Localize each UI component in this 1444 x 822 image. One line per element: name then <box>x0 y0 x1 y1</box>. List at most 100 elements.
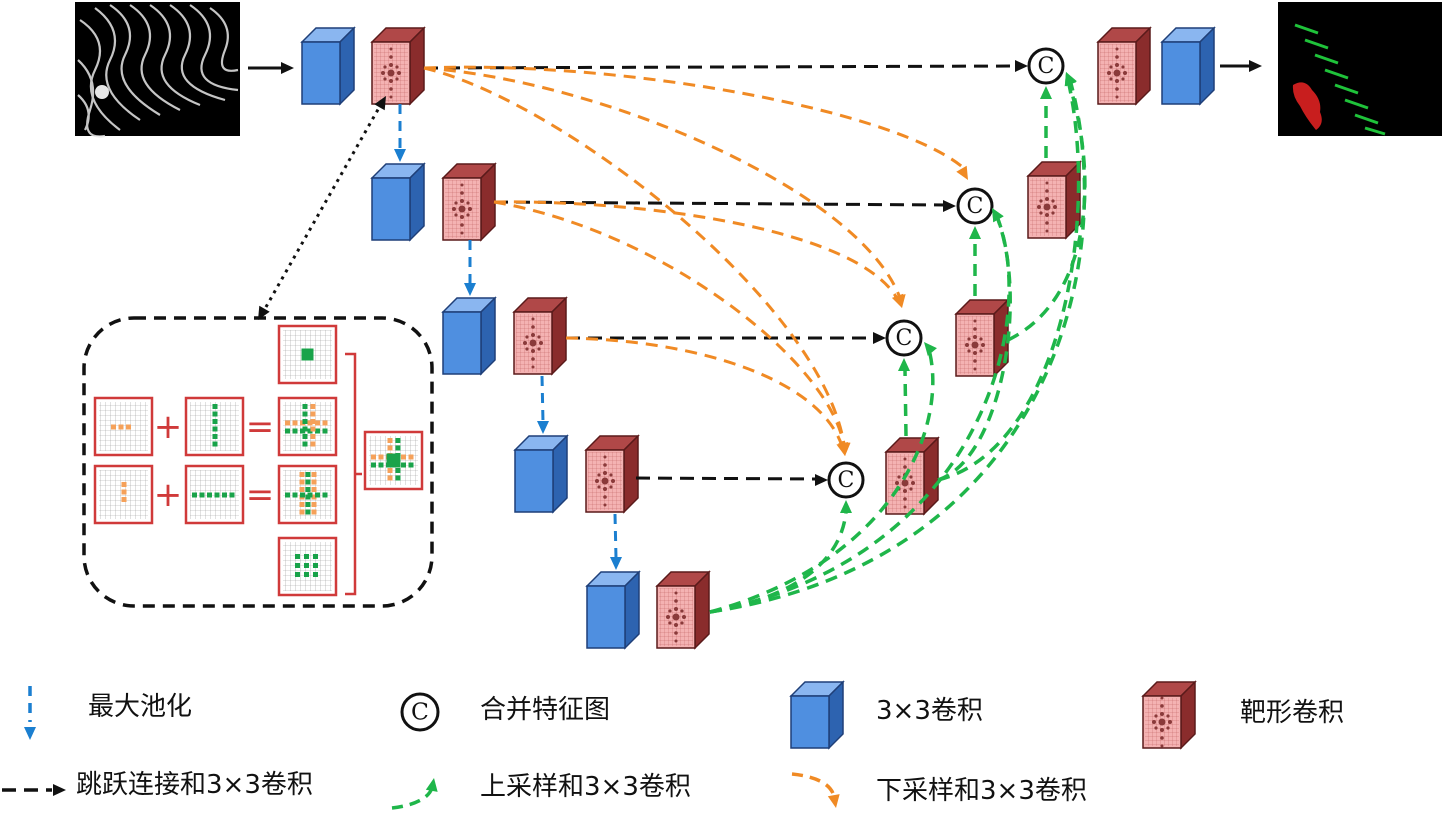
upsample-dec4-to-concat1 <box>937 79 1081 482</box>
inset-kernel-cross-result-2 <box>277 464 338 525</box>
inset-link-dotted <box>260 105 382 315</box>
inset-link-head-bottom <box>258 305 270 320</box>
blocks-layer: C C C C <box>300 26 1216 650</box>
skip-connection-level4-head <box>815 474 828 486</box>
target-conv-block-level3 <box>512 296 568 376</box>
concat-node-level2: C <box>956 187 994 225</box>
concat-node-level4: C <box>827 461 865 499</box>
input-arrow-head <box>281 62 294 74</box>
legend-downsample-label: 下采样和3×3卷积 <box>876 776 1087 806</box>
maxpool-arrow-2-head <box>464 283 476 296</box>
conv3x3-block-bottleneck <box>585 570 641 650</box>
downsample-l1-to-l3 <box>423 66 902 299</box>
legend-skip-head <box>53 784 66 796</box>
conv3x3-block-level4 <box>513 434 569 514</box>
maxpool-arrow-4 <box>613 513 618 559</box>
inset-kernel-dilated-3x3 <box>277 536 338 597</box>
target-conv-block-decoder2 <box>1026 160 1082 240</box>
upsample-bottleneck-to-concat3 <box>709 345 935 614</box>
legend-upsample-arrow <box>391 787 434 810</box>
legend-downsample-arrow <box>791 772 836 797</box>
legend-conv3x3-label: 3×3卷积 <box>876 696 983 726</box>
legend-maxpool-head <box>24 727 36 740</box>
downsample-l3-to-l4-head <box>836 442 849 456</box>
output-arrow-head <box>1249 60 1262 72</box>
upsample-dec2-to-concat1-head <box>1040 86 1052 99</box>
conv3x3-block-level2 <box>370 162 426 242</box>
upsample-dec4-to-concat2 <box>937 213 1012 482</box>
legend-upsample-head <box>425 778 438 792</box>
target-conv-block-decoder4 <box>884 436 940 516</box>
downsample-l1-to-l4 <box>423 66 846 445</box>
upsample-dec4-to-concat3 <box>903 369 908 437</box>
legend-downsample-head <box>827 794 840 808</box>
downsample-l1-to-l2 <box>423 65 968 172</box>
inset-kernel-combined-target <box>363 430 424 491</box>
legend-concat-label: 合并特征图 <box>480 695 611 725</box>
concat-letter: C <box>967 193 984 219</box>
output-image <box>1278 2 1442 136</box>
skip-connection-level1 <box>423 64 1019 70</box>
upsample-dec3-to-concat1-head <box>1064 72 1077 87</box>
legend-target-conv-icon <box>1141 680 1197 750</box>
target-conv-block-level4 <box>584 434 640 514</box>
legend-concat-icon: C <box>400 692 440 732</box>
conv3x3-block-level3 <box>441 296 497 376</box>
target-conv-block-level1 <box>370 26 426 106</box>
skip-connection-level2 <box>493 200 947 207</box>
concat-letter: C <box>1038 53 1055 79</box>
arrows-layer <box>248 60 1262 614</box>
legend-maxpool-label: 最大池化 <box>88 692 193 722</box>
legend-upsample-label: 上采样和3×3卷积 <box>480 772 691 802</box>
skip-connection-level2-head <box>943 200 956 212</box>
downsample-l2-to-l4 <box>493 200 846 447</box>
conv3x3-block-output <box>1160 26 1216 106</box>
downsample-l2-to-l3 <box>493 200 900 301</box>
downsample-l3-to-l4 <box>565 336 844 447</box>
upsample-bottleneck-to-concat3-head <box>924 342 937 356</box>
inset-kernel-horizontal-small <box>93 396 154 457</box>
plus-sign-row1: + <box>154 407 183 447</box>
inset-kernel-cross-result-1 <box>277 396 338 457</box>
conv3x3-block-level1 <box>300 26 356 106</box>
input-image <box>75 2 240 138</box>
target-conv-inset: + = + = <box>82 316 434 608</box>
concat-letter: C <box>411 698 429 726</box>
inset-bracket <box>345 352 362 596</box>
upsample-dec3-to-concat1 <box>1007 79 1087 342</box>
inset-kernel-vertical-long <box>184 396 245 457</box>
target-conv-block-decoder1 <box>1096 26 1152 106</box>
inset-kernel-vertical-small <box>93 464 154 525</box>
target-conv-block-level2 <box>441 162 497 242</box>
skip-connection-level1-head <box>1015 60 1028 72</box>
upsample-dec4-to-concat3-head <box>898 358 910 371</box>
equals-sign-row2: = <box>246 475 275 515</box>
legend-target-conv-label: 靶形卷积 <box>1240 698 1345 728</box>
legend-graphics: C <box>2 680 1197 810</box>
maxpool-arrow-1-head <box>394 149 406 162</box>
legend-skip-label: 跳跃连接和3×3卷积 <box>76 770 313 800</box>
maxpool-arrow-4-head <box>610 557 622 570</box>
downsample-l2-to-l3-head <box>891 293 904 308</box>
upsample-bottleneck-to-concat4-head <box>840 500 852 513</box>
skip-connection-level3-head <box>873 332 886 344</box>
skip-connection-level4 <box>635 476 819 481</box>
equals-sign-row1: = <box>246 407 275 447</box>
upsample-dec4-to-concat2-head <box>992 208 1004 223</box>
concat-letter: C <box>838 467 855 493</box>
concat-node-level3: C <box>885 319 923 357</box>
inset-kernel-horizontal-long <box>184 464 245 525</box>
inset-kernel-center-3x3 <box>277 324 338 385</box>
target-conv-block-bottleneck <box>655 570 711 650</box>
concat-letter: C <box>896 325 913 351</box>
inset-link-head-top <box>374 96 386 111</box>
legend-conv3x3-icon <box>789 680 845 750</box>
upsample-bottleneck-to-concat2 <box>709 213 1011 614</box>
concat-node-level1: C <box>1027 47 1065 85</box>
plus-sign-row2: + <box>154 475 183 515</box>
maxpool-arrow-3 <box>540 375 545 423</box>
upsample-dec3-to-concat2-head <box>969 226 981 239</box>
downsample-l1-to-l2-head <box>956 165 968 180</box>
